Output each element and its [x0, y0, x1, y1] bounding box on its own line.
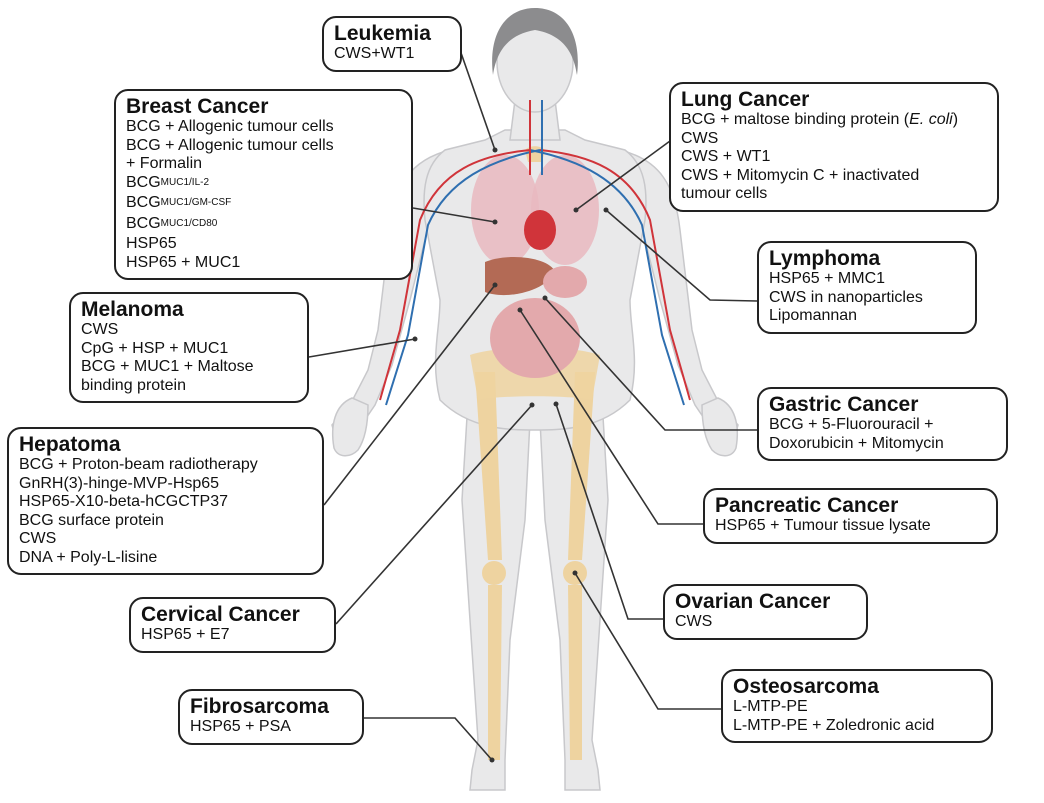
- box-item: Lipomannan: [769, 307, 965, 326]
- box-item: CpG + HSP + MUC1: [81, 340, 297, 359]
- box-title: Lung Cancer: [681, 88, 987, 111]
- right-hand: [702, 398, 737, 456]
- lung-cancer-box: Lung Cancer BCG + maltose binding protei…: [669, 82, 999, 212]
- box-item: CWS: [19, 530, 312, 549]
- box-item: tumour cells: [681, 185, 987, 204]
- box-title: Osteosarcoma: [733, 675, 981, 698]
- box-item: BCG surface protein: [19, 512, 312, 531]
- right-tibia: [568, 585, 582, 760]
- box-item: BCGMUC1/CD80: [126, 215, 401, 236]
- box-item: BCGMUC1/IL-2: [126, 174, 401, 195]
- box-item: L-MTP-PE + Zoledronic acid: [733, 717, 981, 736]
- item-italic: E. coli: [909, 111, 953, 128]
- box-item: binding protein: [81, 377, 297, 396]
- box-item: BCG + Allogenic tumour cells: [126, 137, 401, 156]
- box-item: BCG + Proton-beam radiotherapy: [19, 456, 312, 475]
- box-title: Pancreatic Cancer: [715, 494, 986, 517]
- box-item: BCG + maltose binding protein (E. coli): [681, 111, 987, 130]
- item-suffix: ): [953, 111, 958, 128]
- box-item: CWS: [675, 613, 856, 632]
- box-item: CWS in nanoparticles: [769, 289, 965, 308]
- leader-endpoint-breast: [493, 220, 498, 225]
- pancreatic-cancer-box: Pancreatic Cancer HSP65 + Tumour tissue …: [703, 488, 998, 544]
- box-title: Cervical Cancer: [141, 603, 324, 626]
- box-item: HSP65 + E7: [141, 626, 324, 645]
- box-item: HSP65-X10-beta-hCGCTP37: [19, 493, 312, 512]
- intestine: [490, 298, 580, 378]
- leader-line-leukemia: [460, 50, 495, 150]
- breast-cancer-box: Breast Cancer BCG + Allogenic tumour cel…: [114, 89, 413, 280]
- box-item: BCGMUC1/GM-CSF: [126, 194, 401, 215]
- leader-endpoint-lymphoma: [604, 208, 609, 213]
- item-text: BCG: [126, 194, 161, 211]
- left-knee: [482, 561, 506, 585]
- item-superscript: MUC1/GM-CSF: [161, 197, 232, 208]
- box-title: Lymphoma: [769, 247, 965, 270]
- item-superscript: MUC1/IL-2: [161, 177, 209, 188]
- leader-endpoint-melanoma: [413, 337, 418, 342]
- box-item: CWS: [81, 321, 297, 340]
- leader-endpoint-fibrosarcoma: [490, 758, 495, 763]
- item-text: BCG + maltose binding protein (: [681, 111, 909, 128]
- leukemia-box: Leukemia CWS+WT1: [322, 16, 462, 72]
- box-item: + Formalin: [126, 155, 401, 174]
- box-item: GnRH(3)-hinge-MVP-Hsp65: [19, 475, 312, 494]
- box-item: DNA + Poly-L-lisine: [19, 549, 312, 568]
- item-text: BCG: [126, 215, 161, 232]
- box-title: Ovarian Cancer: [675, 590, 856, 613]
- stomach: [543, 266, 587, 298]
- heart: [524, 210, 556, 250]
- gastric-cancer-box: Gastric Cancer BCG + 5-Fluorouracil +Dox…: [757, 387, 1008, 461]
- box-item: HSP65: [126, 235, 401, 254]
- leader-endpoint-leukemia: [493, 148, 498, 153]
- box-title: Melanoma: [81, 298, 297, 321]
- leader-line-melanoma: [309, 339, 415, 357]
- box-title: Hepatoma: [19, 433, 312, 456]
- lymphoma-box: Lymphoma HSP65 + MMC1CWS in nanoparticle…: [757, 241, 977, 334]
- left-tibia: [488, 585, 502, 760]
- leader-endpoint-cervical: [530, 403, 535, 408]
- leader-endpoint-ovarian: [554, 402, 559, 407]
- box-title: Leukemia: [334, 22, 450, 45]
- box-item: CWS: [681, 130, 987, 149]
- box-item: CWS + WT1: [681, 148, 987, 167]
- leader-endpoint-hepatoma: [493, 283, 498, 288]
- left-hand: [333, 398, 368, 456]
- leader-line-fibrosarcoma: [364, 718, 492, 760]
- fibrosarcoma-box: Fibrosarcoma HSP65 + PSA: [178, 689, 364, 745]
- box-item: BCG + 5-Fluorouracil +: [769, 416, 996, 435]
- leader-endpoint-gastric: [543, 296, 548, 301]
- melanoma-box: Melanoma CWSCpG + HSP + MUC1BCG + MUC1 +…: [69, 292, 309, 403]
- item-text: BCG: [126, 174, 161, 191]
- box-item: BCG + MUC1 + Maltose: [81, 358, 297, 377]
- cervical-cancer-box: Cervical Cancer HSP65 + E7: [129, 597, 336, 653]
- box-item: HSP65 + PSA: [190, 718, 352, 737]
- item-superscript: MUC1/CD80: [161, 218, 218, 229]
- leader-endpoint-lung: [574, 208, 579, 213]
- box-item: BCG + Allogenic tumour cells: [126, 118, 401, 137]
- ovarian-cancer-box: Ovarian Cancer CWS: [663, 584, 868, 640]
- box-item: CWS + Mitomycin C + inactivated: [681, 167, 987, 186]
- box-item: HSP65 + MMC1: [769, 270, 965, 289]
- box-item: L-MTP-PE: [733, 698, 981, 717]
- left-lung: [471, 155, 539, 265]
- box-title: Breast Cancer: [126, 95, 401, 118]
- leader-endpoint-osteosarcoma: [573, 571, 578, 576]
- box-item: HSP65 + MUC1: [126, 254, 401, 273]
- box-item: HSP65 + Tumour tissue lysate: [715, 517, 986, 536]
- leader-endpoint-pancreatic: [518, 308, 523, 313]
- box-item: Doxorubicin + Mitomycin: [769, 435, 996, 454]
- box-item: CWS+WT1: [334, 45, 450, 64]
- box-title: Fibrosarcoma: [190, 695, 352, 718]
- box-title: Gastric Cancer: [769, 393, 996, 416]
